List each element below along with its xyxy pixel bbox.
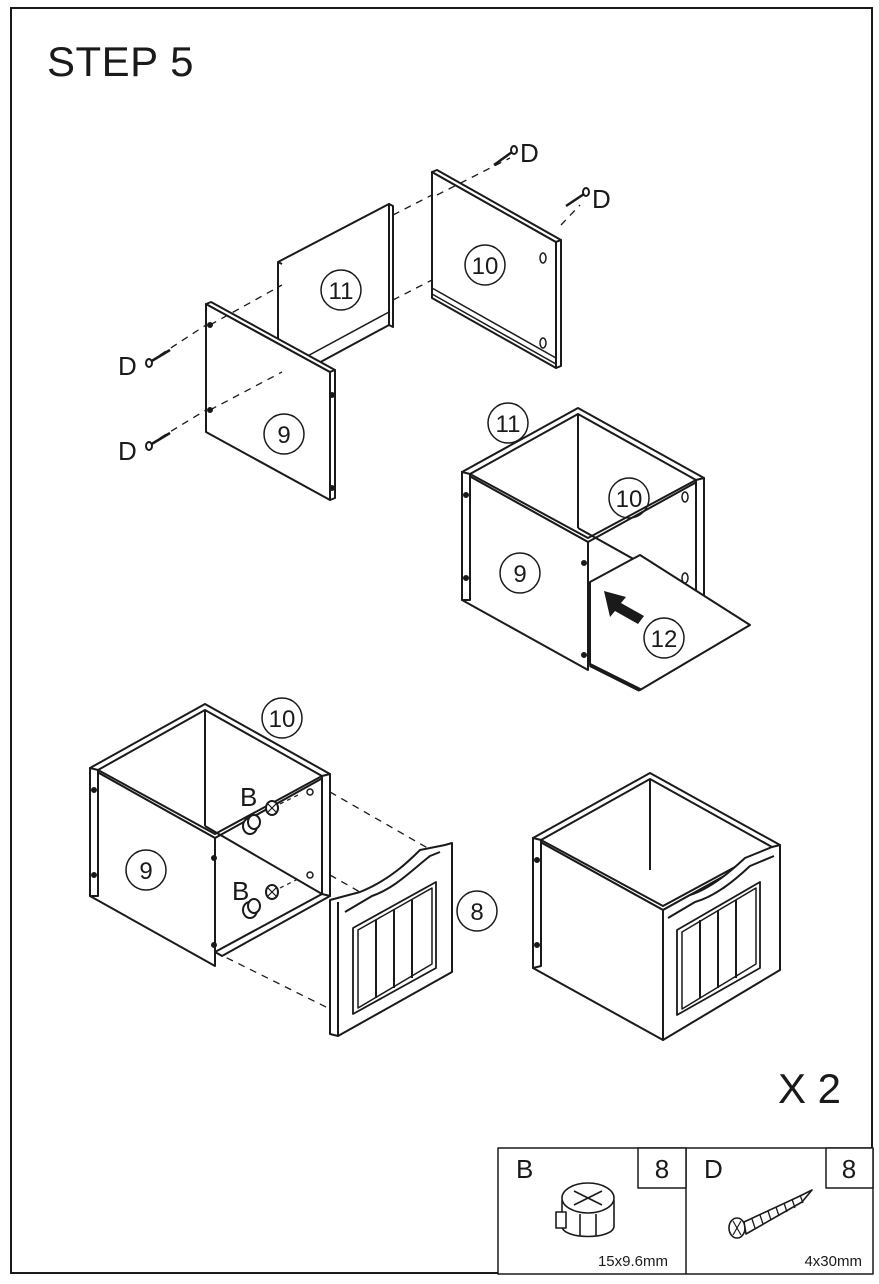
hardware-b-quantity: 8: [655, 1154, 669, 1184]
front-attachment-view: 10 9 B: [89, 697, 498, 1037]
panel-9-label: 9: [277, 422, 290, 449]
cam-b-lower-label: B: [232, 876, 249, 906]
panel-9-side: 9: [205, 301, 336, 501]
panel-11-label: 11: [329, 278, 354, 305]
repeat-count: X 2: [778, 1065, 842, 1112]
cam-lock-b-upper: B: [240, 782, 301, 835]
front-panel-10-label: 10: [269, 706, 296, 733]
panel-10-label: 10: [472, 253, 499, 280]
hardware-d-letter: D: [704, 1154, 723, 1184]
cam-lock-icon: [555, 1182, 615, 1238]
screw-d-1: D: [493, 138, 539, 168]
front-panel-8: 8: [329, 842, 498, 1037]
front-panel-8-label: 8: [470, 899, 483, 926]
screw-d-3-label: D: [118, 351, 137, 381]
hardware-d-size: 4x30mm: [804, 1253, 862, 1270]
hardware-b-size: 15x9.6mm: [598, 1253, 668, 1270]
cam-b-upper-label: B: [240, 782, 257, 812]
insert-arrow-icon: [604, 591, 644, 624]
hardware-d-quantity: 8: [842, 1154, 856, 1184]
screw-d-1-label: D: [520, 138, 539, 168]
panel-11-back: 11: [277, 203, 394, 386]
box-bottom-insertion: 10 12 9 11: [461, 402, 751, 692]
screw-d-4-label: D: [118, 436, 137, 466]
screw-d-2-label: D: [592, 184, 611, 214]
screw-icon: [728, 1189, 813, 1239]
step-title: STEP 5: [47, 38, 194, 85]
alignment-lines: [159, 157, 581, 439]
panel-10-side: 10: [431, 169, 562, 369]
box-panel-9-label: 9: [513, 561, 526, 588]
front-panel-9-label: 9: [139, 858, 152, 885]
hardware-b-letter: B: [516, 1154, 533, 1184]
box-panel-10-label: 10: [616, 486, 643, 513]
exploded-view: 11 10: [118, 138, 611, 501]
screw-d-4: D: [118, 431, 171, 466]
page-frame: [10, 7, 873, 1274]
screw-d-2: D: [565, 184, 611, 214]
hardware-table: B 8 15x9.6mm D 8 4x30mm: [497, 1147, 874, 1275]
screw-d-3: D: [118, 348, 171, 381]
finished-drawer: [532, 772, 781, 1041]
cam-lock-b-lower: B: [232, 876, 301, 919]
box-panel-12-label: 12: [651, 626, 678, 653]
box-panel-11-label: 11: [496, 411, 521, 438]
